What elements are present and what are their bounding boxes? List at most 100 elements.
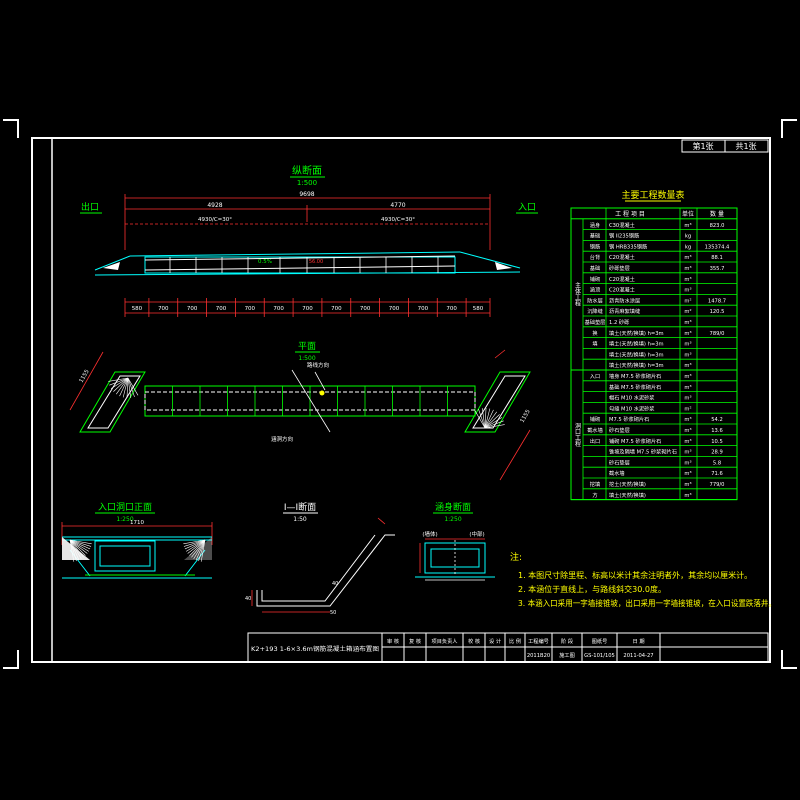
inlet-front-title: 入口洞口正面: [98, 502, 152, 513]
row-item: 入口: [590, 373, 600, 380]
row-item: 换: [592, 329, 598, 337]
plan-title: 平面: [298, 341, 316, 352]
segment-dim: 700: [245, 306, 256, 312]
row-desc: 填土(天然/换填) h=3m: [609, 361, 664, 369]
row-desc: 钢 II235钢筋: [609, 232, 639, 240]
section-i-i: I—I断面 1:50 40 50 40: [245, 501, 395, 616]
title-col-value: 施工图: [559, 651, 575, 659]
title-col-header: 阶 段: [561, 637, 573, 645]
row-desc: C20混凝土: [609, 275, 635, 283]
section-scale: 1:50: [293, 516, 307, 523]
title-col-value: GS-101/105: [584, 653, 615, 659]
plan-view: 平面 1:500 1155 1155: [69, 341, 532, 481]
slope-mid: 0.5%: [258, 259, 272, 265]
left-tag: (墙体): [422, 530, 437, 538]
group-label: 主体工程: [574, 282, 581, 308]
inlet-front-view: 入口洞口正面 1:250 1710: [61, 502, 213, 579]
row-unit: m³: [684, 493, 691, 499]
row-unit: m³: [684, 417, 691, 423]
row-unit: m³: [684, 385, 691, 391]
row-desc: 墙身 M7.5 砂浆砌片石: [609, 372, 661, 380]
row-desc: 挖土(天然/换填): [609, 480, 646, 488]
row-desc: 沥青防水涂层: [609, 296, 640, 304]
row-qty: 135374.4: [705, 244, 730, 250]
row-unit: m³: [684, 450, 691, 456]
segment-dim: 700: [331, 306, 342, 312]
row-qty: 823.0: [710, 223, 725, 229]
segment-dim: 700: [216, 306, 227, 312]
culvert-section-scale: 1:250: [444, 516, 461, 523]
drawing-name: K2+193 1-6×3.6m钢筋混凝土箱涵布置图: [251, 645, 379, 653]
row-unit: m³: [684, 342, 691, 348]
segment-dim: 700: [360, 306, 371, 312]
title-col-header: 校 核: [468, 637, 480, 645]
row-desc: C20混凝土: [609, 286, 635, 294]
title-col-value: 2011B20: [527, 653, 550, 659]
title-col-header: 日 期: [632, 638, 644, 645]
col-header: 单位: [682, 210, 694, 218]
front-width: 1710: [130, 520, 144, 526]
row-unit: m³: [684, 277, 691, 283]
row-unit: m³: [684, 352, 691, 358]
row-item: 填: [592, 340, 597, 348]
segment-dim: 700: [302, 306, 313, 312]
row-item: 基础垫层: [585, 318, 606, 326]
row-desc: M7.5 砂浆砌片石: [609, 415, 649, 423]
crop-marks: [3, 119, 797, 669]
title-block: K2+193 1-6×3.6m钢筋混凝土箱涵布置图 审 核复 核项目负责人校 核…: [247, 632, 769, 663]
row-unit: m³: [684, 363, 691, 369]
row-desc: 1.2 砂砾: [609, 318, 629, 326]
row-unit: m³: [684, 223, 691, 229]
segment-dim: 700: [187, 306, 198, 312]
row-qty: 13.6: [711, 428, 723, 434]
row-qty: 5.8: [713, 460, 721, 466]
row-desc: 填土(天然/换填) h=3m: [609, 329, 664, 337]
inlet-front-scale: 1:250: [116, 516, 133, 523]
culvert-cross-section: 涵身断面 1:250 (墙体) (中部): [415, 501, 495, 581]
row-desc: C20混凝土: [609, 253, 635, 261]
row-desc: 砂石垫层: [609, 458, 630, 466]
row-desc: 基础 M7.5 砂浆砌片石: [609, 383, 661, 391]
elevation-scale: 1:500: [297, 179, 317, 187]
svg-text:40: 40: [245, 596, 251, 602]
title-col-header: 设 计: [489, 637, 501, 645]
row-unit: kg: [685, 244, 691, 250]
outlet-label: 出口: [81, 201, 99, 213]
title-col-header: 工程编号: [528, 637, 549, 645]
row-unit: m²: [684, 309, 691, 315]
row-qty: 71.6: [711, 471, 723, 477]
row-unit: m³: [684, 320, 691, 326]
row-item: 钢筋: [590, 242, 600, 250]
row-unit: m²: [684, 406, 691, 412]
note-3: 3. 本涵入口采用一字墙接锥坡，出口采用一字墙接锥坡，在入口设置跌落井。: [518, 598, 776, 608]
row-qty: 789/0: [710, 331, 725, 337]
row-item: 出口: [590, 437, 600, 445]
segment-dim: 580: [473, 306, 484, 312]
row-item: 基础: [590, 232, 600, 240]
row-desc: 铺砌 M7.5 砂浆砌片石: [609, 437, 661, 445]
row-unit: m³: [684, 396, 691, 402]
road-dir: 路线方向: [307, 361, 329, 369]
title-col-header: 复 核: [409, 637, 421, 645]
row-desc: 砂石垫层: [609, 426, 630, 434]
segment-dim: 700: [418, 306, 429, 312]
svg-text:40: 40: [332, 581, 338, 587]
row-unit: kg: [685, 234, 691, 240]
row-desc: 填土(天然/换填) h=3m: [609, 350, 664, 358]
row-unit: m³: [684, 439, 691, 445]
row-desc: 钢 HRB335钢筋: [609, 242, 647, 250]
row-item: 台背: [590, 253, 600, 261]
right-tag: (中部): [469, 530, 484, 538]
row-unit: m³: [684, 471, 691, 477]
row-desc: C30混凝土: [609, 221, 635, 229]
title-col-header: 审 核: [387, 637, 399, 645]
dim-right: 4770: [390, 202, 405, 209]
segment-dim: 700: [389, 306, 400, 312]
row-qty: 779/0: [710, 482, 725, 488]
row-qty: 28.9: [711, 450, 723, 456]
row-desc: 填土(天然/换填) h=3m: [609, 340, 664, 348]
row-unit: m³: [684, 428, 691, 434]
row-desc: 截水墙: [609, 469, 625, 477]
flow-dir: 涵洞方向: [271, 435, 293, 443]
longitudinal-section: 纵断面 1:500 出口 入口 9698 4928 4770 4930/C=30…: [80, 164, 538, 317]
